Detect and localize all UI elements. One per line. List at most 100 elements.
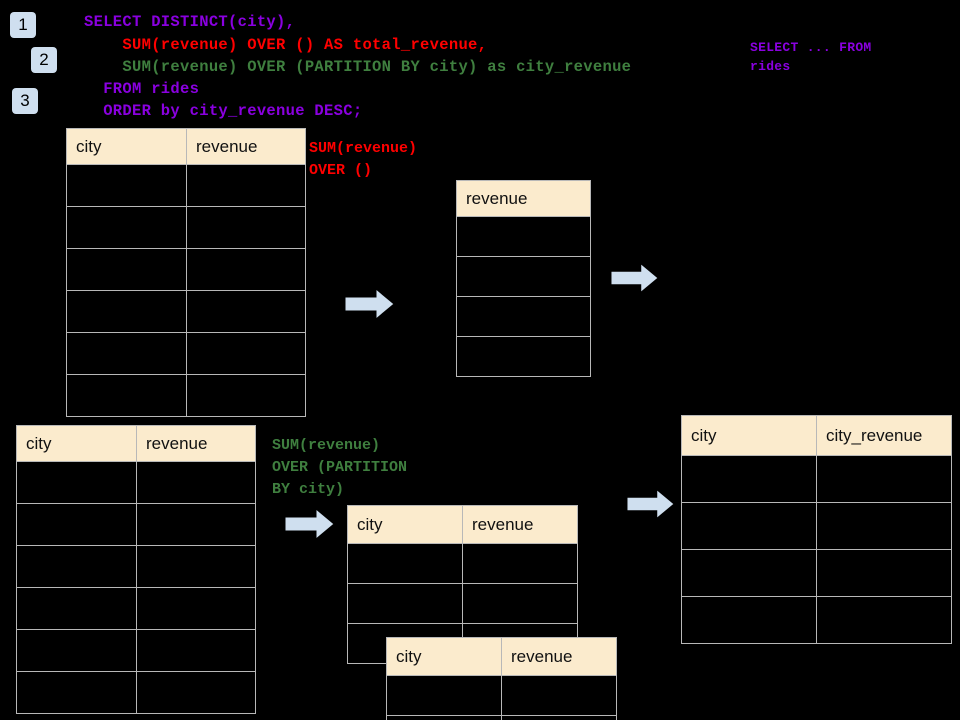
cell-city <box>386 715 502 720</box>
annotation-city-revenue-line3: BY city) <box>272 481 345 498</box>
cell-revenue <box>186 290 306 333</box>
annotation-city-revenue-line1: SUM(revenue) <box>272 437 381 454</box>
table-row <box>456 256 591 297</box>
table-row <box>16 629 256 672</box>
column-header-revenue: revenue <box>501 637 617 676</box>
cell-city-revenue <box>816 455 952 503</box>
column-header-city-revenue: city_revenue <box>816 415 952 456</box>
table-header-row: revenue <box>456 180 591 217</box>
cell-city <box>66 332 187 375</box>
cell-revenue <box>136 671 256 714</box>
table-row <box>66 332 306 375</box>
cell-revenue <box>136 587 256 630</box>
cell-revenue <box>462 543 578 584</box>
cell-city <box>66 206 187 249</box>
table-row <box>456 216 591 257</box>
cell-city <box>16 461 137 504</box>
sql-line-total-revenue: SUM(revenue) OVER () AS total_revenue, <box>84 36 488 54</box>
cell-revenue <box>136 629 256 672</box>
table-row <box>16 545 256 588</box>
table-row <box>456 296 591 337</box>
cell-city <box>16 629 137 672</box>
cell-revenue <box>456 256 591 297</box>
column-header-city: city <box>16 425 137 462</box>
cell-revenue <box>501 715 617 720</box>
table-row <box>16 461 256 504</box>
step-badge-1[interactable]: 1 <box>10 12 36 38</box>
sql-line-order-by: ORDER by city_revenue DESC; <box>84 102 363 120</box>
cell-city <box>16 545 137 588</box>
cell-city <box>66 290 187 333</box>
cell-city <box>66 374 187 417</box>
side-note-select-line1: SELECT ... FROM <box>750 40 872 55</box>
cell-revenue <box>186 164 306 207</box>
cell-city <box>66 248 187 291</box>
table-row <box>386 675 617 716</box>
cell-revenue <box>456 336 591 377</box>
cell-city <box>681 455 817 503</box>
cell-revenue <box>186 374 306 417</box>
column-header-revenue: revenue <box>186 128 306 165</box>
annotation-city-revenue-line2: OVER (PARTITION <box>272 459 408 476</box>
rides-source-table-top: city revenue <box>66 128 306 417</box>
table-header-row: city revenue <box>66 128 306 165</box>
table-row <box>16 587 256 630</box>
arrow-partition-to-result <box>627 488 675 520</box>
cell-revenue <box>136 545 256 588</box>
cell-city <box>16 587 137 630</box>
column-header-city: city <box>66 128 187 165</box>
cell-city <box>386 675 502 716</box>
table-row <box>66 164 306 207</box>
cell-city <box>681 596 817 644</box>
table-row <box>681 455 952 503</box>
cell-revenue <box>186 206 306 249</box>
table-header-row: city revenue <box>347 505 578 544</box>
table-row <box>66 206 306 249</box>
annotation-total-revenue-line1: SUM(revenue) <box>309 140 418 157</box>
cell-revenue <box>456 216 591 257</box>
cell-city-revenue <box>816 596 952 644</box>
cell-city-revenue <box>816 502 952 550</box>
cell-revenue <box>136 461 256 504</box>
arrow-total-revenue-to-result <box>611 262 659 294</box>
step-badge-3[interactable]: 3 <box>12 88 38 114</box>
cell-revenue <box>501 675 617 716</box>
table-row <box>16 503 256 546</box>
step-badge-2[interactable]: 2 <box>31 47 57 73</box>
table-header-row: city revenue <box>386 637 617 676</box>
sql-line-select: SELECT DISTINCT(city), <box>84 13 296 31</box>
table-row <box>386 715 617 720</box>
cell-revenue <box>136 503 256 546</box>
table-row <box>347 543 578 584</box>
cell-revenue <box>186 332 306 375</box>
table-row <box>16 671 256 714</box>
partition-group-table-front: city revenue <box>386 637 617 720</box>
rides-source-table-bottom: city revenue <box>16 425 256 714</box>
table-row <box>681 502 952 550</box>
cell-city <box>681 549 817 597</box>
cell-city <box>66 164 187 207</box>
column-header-revenue: revenue <box>136 425 256 462</box>
table-header-row: city city_revenue <box>681 415 952 456</box>
cell-city <box>347 543 463 584</box>
cell-city <box>16 503 137 546</box>
column-header-city: city <box>681 415 817 456</box>
table-row <box>347 583 578 624</box>
table-row <box>681 596 952 644</box>
cell-revenue <box>456 296 591 337</box>
table-row <box>456 336 591 377</box>
column-header-revenue: revenue <box>456 180 591 217</box>
sql-line-from: FROM rides <box>84 80 200 98</box>
total-revenue-table: revenue <box>456 180 591 377</box>
cell-city <box>681 502 817 550</box>
cell-revenue <box>462 583 578 624</box>
cell-city <box>347 583 463 624</box>
table-row <box>66 290 306 333</box>
result-city-revenue-table: city city_revenue <box>681 415 952 644</box>
column-header-city: city <box>386 637 502 676</box>
column-header-city: city <box>347 505 463 544</box>
annotation-total-revenue-line2: OVER () <box>309 162 373 179</box>
cell-revenue <box>186 248 306 291</box>
table-row <box>66 374 306 417</box>
